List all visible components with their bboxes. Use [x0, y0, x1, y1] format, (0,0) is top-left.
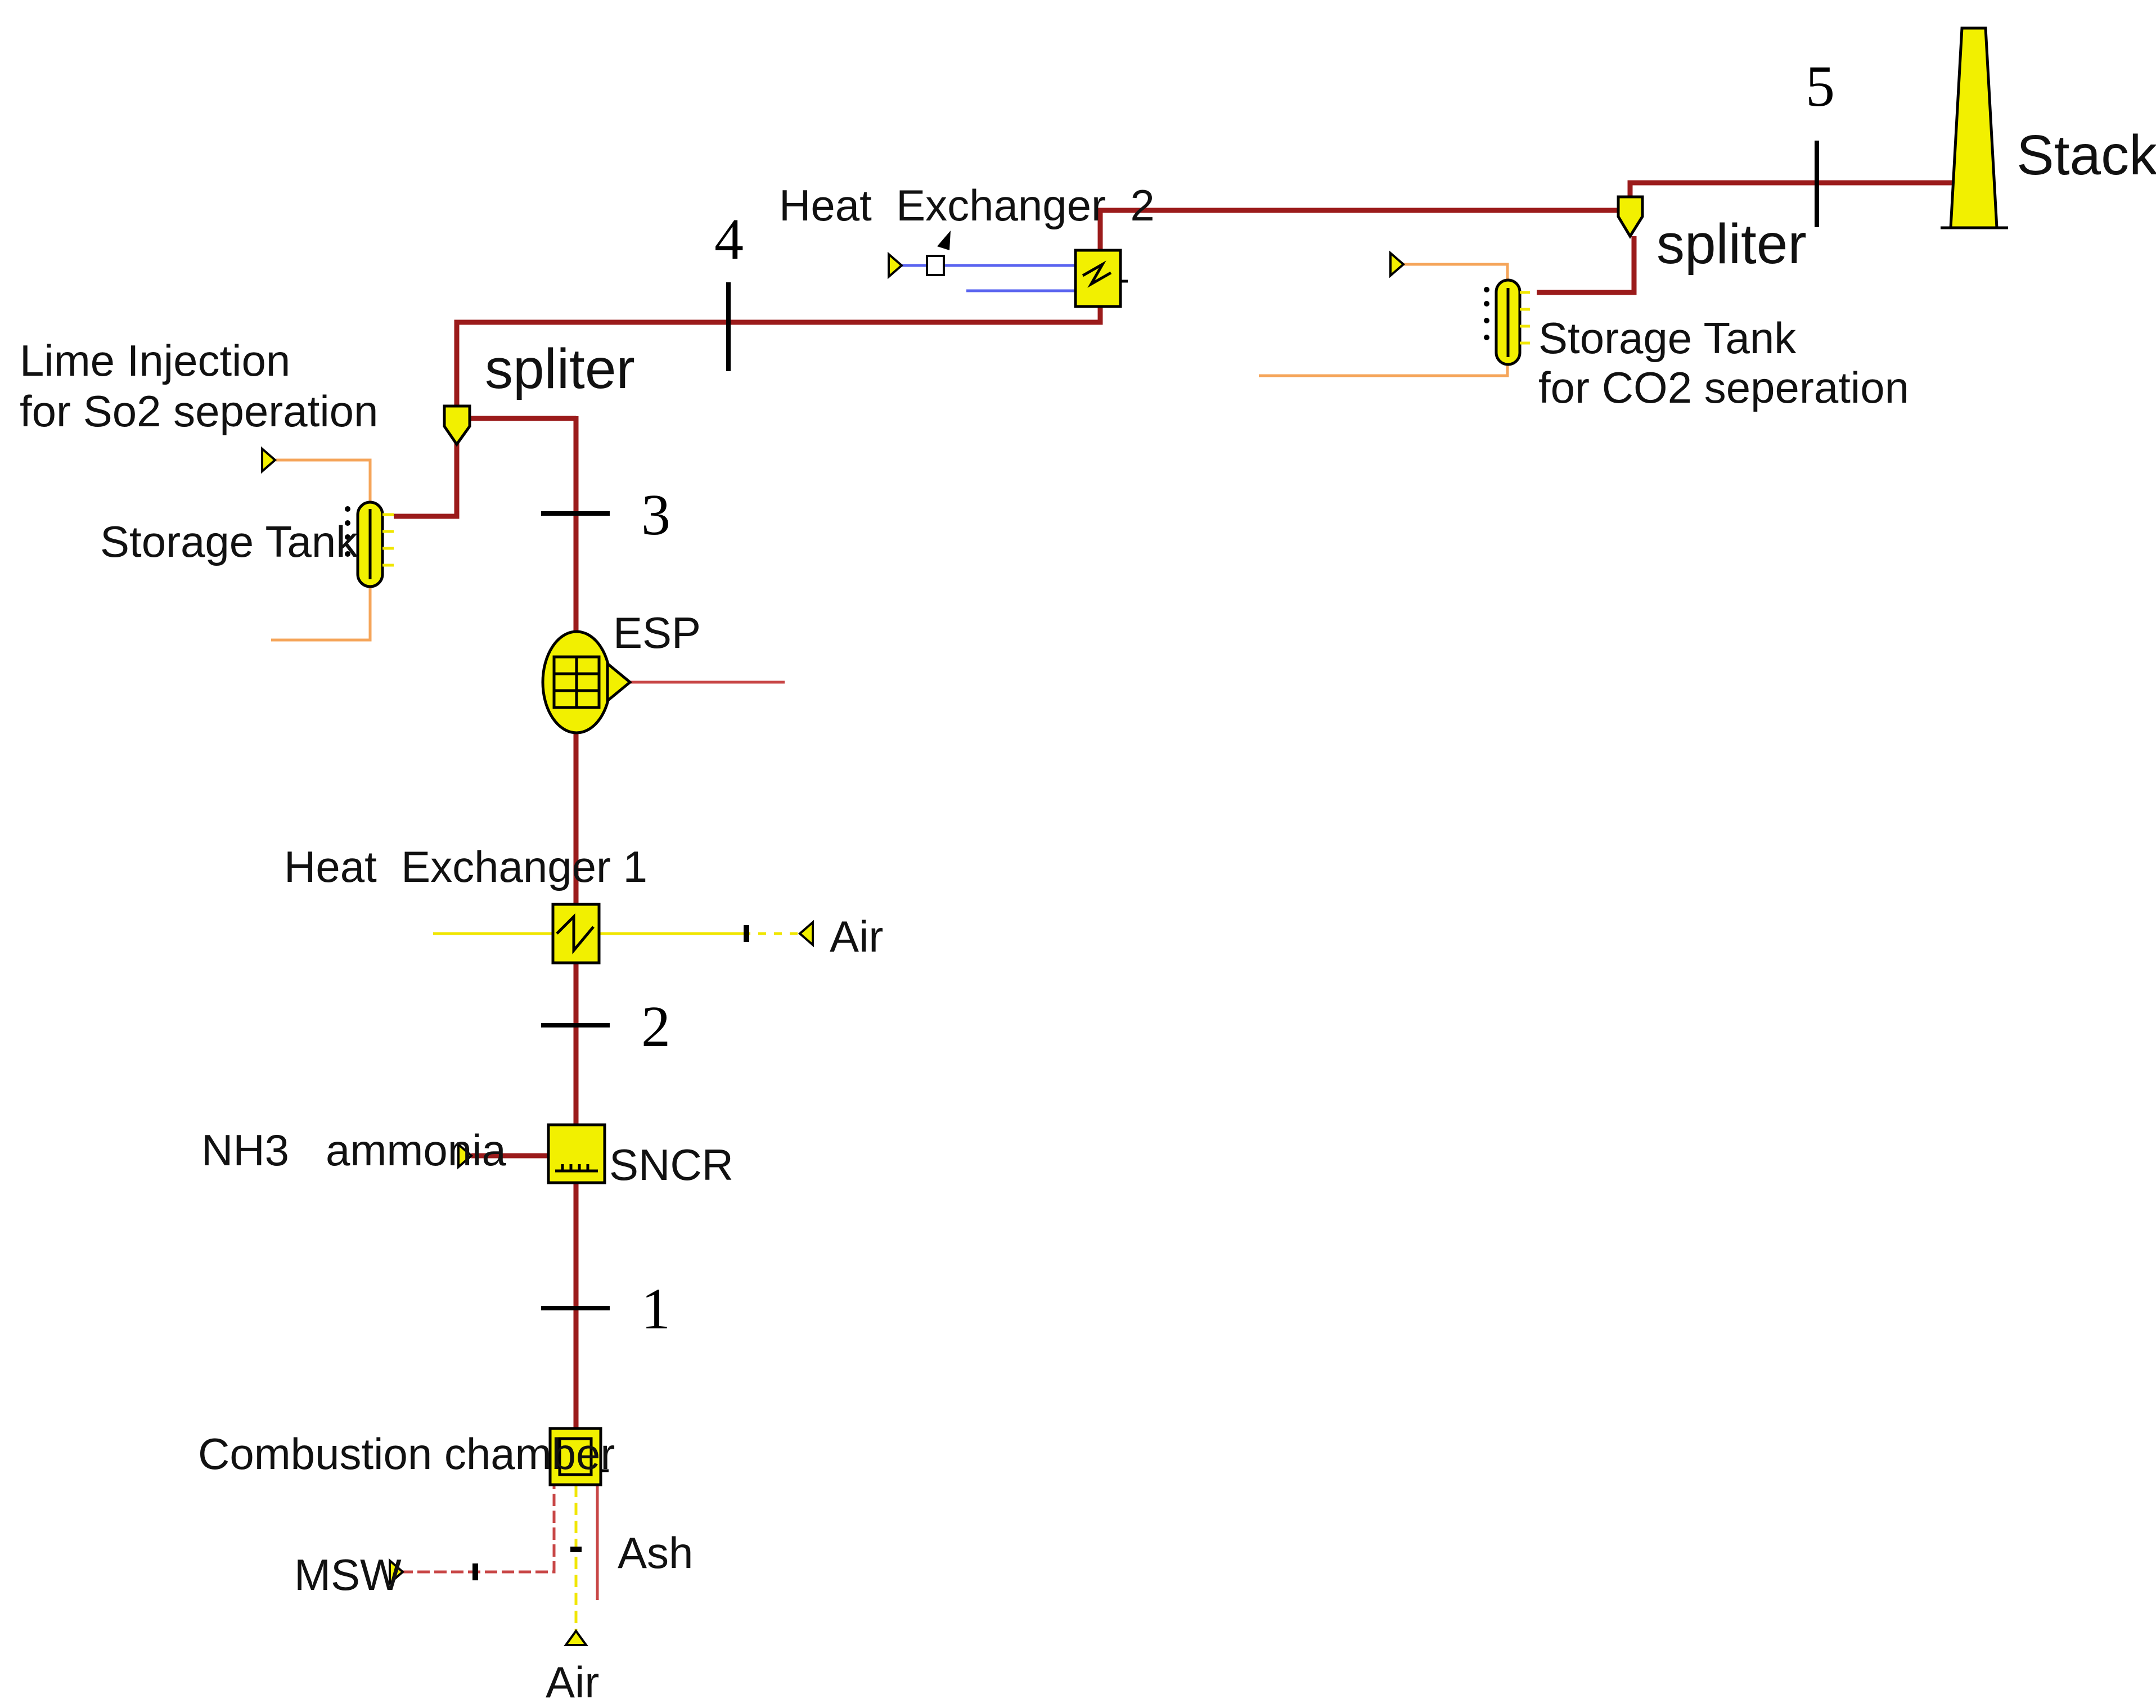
stream-point-3[interactable]: 3 [541, 483, 670, 547]
storage-tank-co2[interactable] [1484, 278, 1530, 366]
feed-arrow-icons [261, 250, 1406, 1646]
stream-label-1: 1 [641, 1277, 670, 1341]
stream-point-5[interactable]: 5 [1806, 54, 1835, 227]
spliter-left[interactable] [443, 404, 471, 447]
air-right-arrow-icon [798, 920, 814, 948]
label-ash: Ash [618, 1528, 693, 1578]
msw-valve-icon [472, 1563, 478, 1580]
stream-label-5: 5 [1806, 54, 1835, 119]
stream-label-4: 4 [714, 207, 744, 272]
label-storage-tank: Storage Tank [100, 517, 358, 566]
combustion-chamber[interactable] [548, 1427, 609, 1486]
label-heat-exchanger-1: Heat Exchanger 1 [284, 842, 647, 891]
label-air-right: Air [830, 912, 883, 961]
stream-point-1[interactable]: 1 [541, 1277, 670, 1341]
lime-feed-arrow-icon [261, 446, 277, 474]
water-feed-arrow-icon [888, 251, 904, 280]
label-nh3-ammonia: NH3 ammonia [201, 1125, 506, 1175]
msw-feed-arrow-icon [389, 1558, 405, 1586]
label-heat-exchanger-2: Heat Exchanger 2 [779, 181, 1155, 230]
label-storage-tank-co2-2: for CO2 seperation [1538, 363, 1909, 412]
air-bottom-valve-icon [570, 1547, 582, 1552]
co2-reagent-arrow-icon [1389, 250, 1406, 278]
heat-exchanger-2[interactable] [926, 231, 1128, 308]
esp-unit[interactable] [541, 630, 632, 734]
air-valve-icon [744, 925, 749, 942]
sncr-unit[interactable] [547, 1123, 606, 1184]
air-bottom-arrow-icon [564, 1629, 588, 1646]
label-storage-tank-co2-1: Storage Tank [1538, 313, 1797, 363]
label-esp: ESP [613, 608, 701, 657]
spliter-right[interactable] [1617, 195, 1644, 239]
air-lines [433, 932, 802, 1631]
stack-chimney[interactable] [1941, 26, 2008, 229]
label-msw: MSW [294, 1550, 402, 1599]
label-air-bottom: Air [546, 1657, 599, 1707]
label-spliter-right: spliter [1657, 213, 1807, 276]
label-stack: Stack [2017, 124, 2156, 187]
stream-point-2[interactable]: 2 [541, 994, 670, 1059]
label-sncr: SNCR [609, 1140, 733, 1189]
label-lime-injection-1: Lime Injection [20, 336, 290, 385]
heat-exchanger-1[interactable] [551, 903, 601, 965]
label-combustion-chamber: Combustion chamber [198, 1429, 615, 1479]
stream-point-4[interactable]: 4 [714, 207, 744, 371]
label-lime-injection-2: for So2 seperation [20, 386, 378, 436]
stream-label-3: 3 [641, 483, 670, 547]
stream-label-2: 2 [641, 994, 670, 1059]
storage-tank-so2[interactable] [345, 501, 394, 588]
nh3-feed-arrow-icon [457, 1142, 474, 1170]
label-spliter-left: spliter [485, 337, 635, 400]
